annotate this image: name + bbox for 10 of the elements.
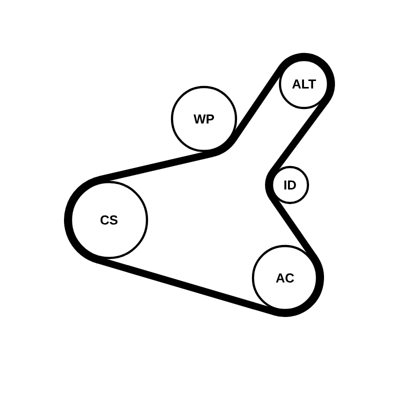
belt bbox=[269, 195, 318, 260]
pulley: WP bbox=[170, 86, 238, 152]
pulley: ALT bbox=[278, 58, 330, 110]
belt bbox=[270, 98, 329, 174]
belt bbox=[98, 150, 213, 183]
pulley: CS bbox=[70, 180, 148, 260]
pulley: ID bbox=[270, 166, 310, 204]
pulley: AC bbox=[252, 244, 318, 312]
belt bbox=[230, 66, 284, 142]
belt bbox=[96, 256, 276, 316]
